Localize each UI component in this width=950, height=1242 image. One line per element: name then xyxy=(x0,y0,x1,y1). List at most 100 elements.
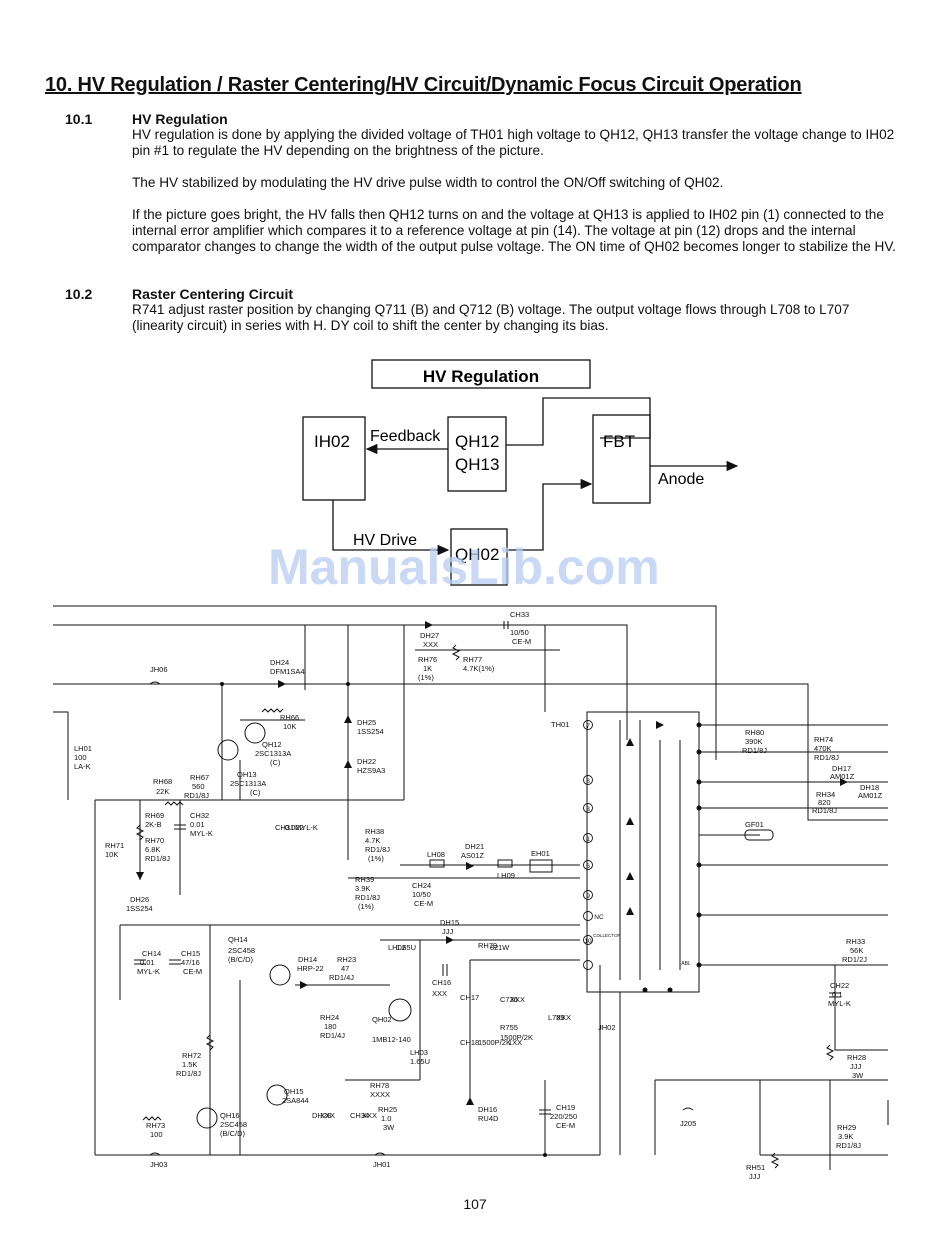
label-c736-value: XXX xyxy=(510,995,525,1004)
label-rh28-value: JJJ xyxy=(850,1062,862,1071)
label-ch24-type: CE-M xyxy=(414,899,433,908)
label-rh25: RH25 xyxy=(378,1105,397,1114)
label-dh28-value: XXX xyxy=(320,1111,335,1120)
hv-circuit-schematic: CH33 10/50 CE-M DH27 XXX RH76 1K (1%) RH… xyxy=(53,605,889,1181)
label-ch33-value: 10/50 xyxy=(510,628,529,637)
label-rh67-type: RD1/8J xyxy=(184,791,209,800)
label-rh74-value: 470K xyxy=(814,744,832,753)
page-title: 10. HV Regulation / Raster Centering/HV … xyxy=(45,74,802,96)
pin-7: 7 xyxy=(586,723,590,730)
label-l709-value: XXX xyxy=(556,1013,571,1022)
label-rh76-value: 1K xyxy=(423,664,432,673)
pin-1: 1 xyxy=(586,836,590,843)
label-ch14-type: MYL-K xyxy=(137,967,160,976)
label-rh72-value: 1.5K xyxy=(182,1060,197,1069)
label-qh16-rank: (B/C/D) xyxy=(220,1129,246,1138)
label-rh38-tol: (1%) xyxy=(368,854,384,863)
label-qh12-rank: (C) xyxy=(270,758,281,767)
label-dh18: DH18 xyxy=(860,783,879,792)
label-rh73: RH73 xyxy=(146,1121,165,1130)
label-rh33-value: 56K xyxy=(850,946,863,955)
label-dh25-value: 1SS254 xyxy=(357,727,384,736)
label-rh24-value: 180 xyxy=(324,1022,337,1031)
paragraph: HV regulation is done by applying the di… xyxy=(132,127,895,158)
pin-6: 6 xyxy=(586,863,590,870)
label-dh26: DH26 xyxy=(130,895,149,904)
section-number-10-1: 10.1 xyxy=(65,111,93,127)
label-rh33: RH33 xyxy=(846,937,865,946)
label-rh67-value: 560 xyxy=(192,782,205,791)
label-ch16-value: XXX xyxy=(432,989,447,998)
label-ch31-value: 0.022 xyxy=(285,823,304,832)
paragraph: R741 adjust raster position by changing … xyxy=(132,302,850,333)
label-qh14-rank: (B/C/D) xyxy=(228,955,254,964)
label-rh29: RH29 xyxy=(837,1123,856,1132)
label-dh21-value: AS01Z xyxy=(461,851,484,860)
label-rh77: RH77 xyxy=(463,655,482,664)
label-jh03: JH03 xyxy=(150,1160,168,1169)
label-lh03: LH03 xyxy=(410,1048,428,1057)
label-jh02: JH02 xyxy=(598,1023,616,1032)
label-qh14-type: 2SC458 xyxy=(228,946,255,955)
label-dh18-value: AM01Z xyxy=(858,791,883,800)
label-lh02: LH02 xyxy=(388,943,406,952)
label-rh69: RH69 xyxy=(145,811,164,820)
label-rh68: RH68 xyxy=(153,777,172,786)
label-eh01: EH01 xyxy=(531,849,550,858)
page-number: 107 xyxy=(463,1196,487,1212)
label-dh28: DH28 xyxy=(312,1111,331,1120)
label-dh16-value: RU4D xyxy=(478,1114,499,1123)
label-rh28: RH28 xyxy=(847,1053,866,1062)
pin-3: 3 xyxy=(586,806,590,813)
label-rh80-value: 390K xyxy=(745,737,763,746)
label-rh80: RH80 xyxy=(745,728,764,737)
label-ch22-value: 0.1 xyxy=(832,990,842,999)
label-qh14: QH14 xyxy=(228,935,248,944)
label-rh76: RH76 xyxy=(418,655,437,664)
feedback-label: Feedback xyxy=(370,428,441,445)
label-dh27: DH27 xyxy=(420,631,439,640)
label-rh70-value: 6.8K xyxy=(145,845,160,854)
pin-abl: ABL xyxy=(681,961,691,967)
label-rh78-value: XXXX xyxy=(370,1090,390,1099)
block-qh12: QH12 xyxy=(455,432,499,451)
label-rh69-value: 2K-B xyxy=(145,820,162,829)
label-lh01-type: LA-K xyxy=(74,762,91,771)
label-rh67: RH67 xyxy=(190,773,209,782)
label-rh79-type: 1W xyxy=(498,943,510,952)
label-lh02-value: 1.65U xyxy=(396,943,416,952)
label-rh29-type: RD1/8J xyxy=(836,1141,861,1150)
label-rh34: RH34 xyxy=(816,790,835,799)
label-rh73-value: 100 xyxy=(150,1130,163,1139)
block-qh02: QH02 xyxy=(455,545,499,564)
label-rh78: RH78 xyxy=(370,1081,389,1090)
label-rh71-value: 10K xyxy=(105,850,118,859)
label-rh72-type: RD1/8J xyxy=(176,1069,201,1078)
label-qh12: QH12 xyxy=(262,740,282,749)
hv-regulation-block-diagram: HV Regulation IH02 QH12 QH13 FBT QH02 Fe… xyxy=(302,359,739,586)
label-rh23-value: 47 xyxy=(341,964,349,973)
block-qh13: QH13 xyxy=(455,455,499,474)
section-heading-hv-regulation: HV Regulation xyxy=(132,111,228,127)
label-lh08: LH08 xyxy=(427,850,445,859)
label-qh13-type: 2SC1313A xyxy=(230,779,266,788)
label-jh06: JH06 xyxy=(150,665,168,674)
label-ch31: CH31 xyxy=(275,823,294,832)
label-rh23-type: RD1/4J xyxy=(329,973,354,982)
label-dh21: DH21 xyxy=(465,842,484,851)
block-ih02: IH02 xyxy=(314,432,350,451)
label-qh15-type: 2SA844 xyxy=(282,1096,309,1105)
label-dh24: DH24 xyxy=(270,658,289,667)
label-qh16-type: 2SC458 xyxy=(220,1120,247,1129)
hv-drive-label-text: HV Drive xyxy=(353,532,417,549)
pin-8: 8 xyxy=(586,778,590,785)
label-dh26-value: 1SS254 xyxy=(126,904,153,913)
label-qh12-type: 2SC1313A xyxy=(255,749,291,758)
label-qh02: QH02 xyxy=(372,1015,392,1024)
label-rh80-type: RD1/8J xyxy=(742,746,767,755)
section-number-10-2: 10.2 xyxy=(65,286,93,302)
label-ch32: CH32 xyxy=(190,811,209,820)
label-ch15: CH15 xyxy=(181,949,200,958)
watermark: ManualsLib.com xyxy=(268,539,660,595)
label-rh25-value: 1.0 xyxy=(381,1114,391,1123)
